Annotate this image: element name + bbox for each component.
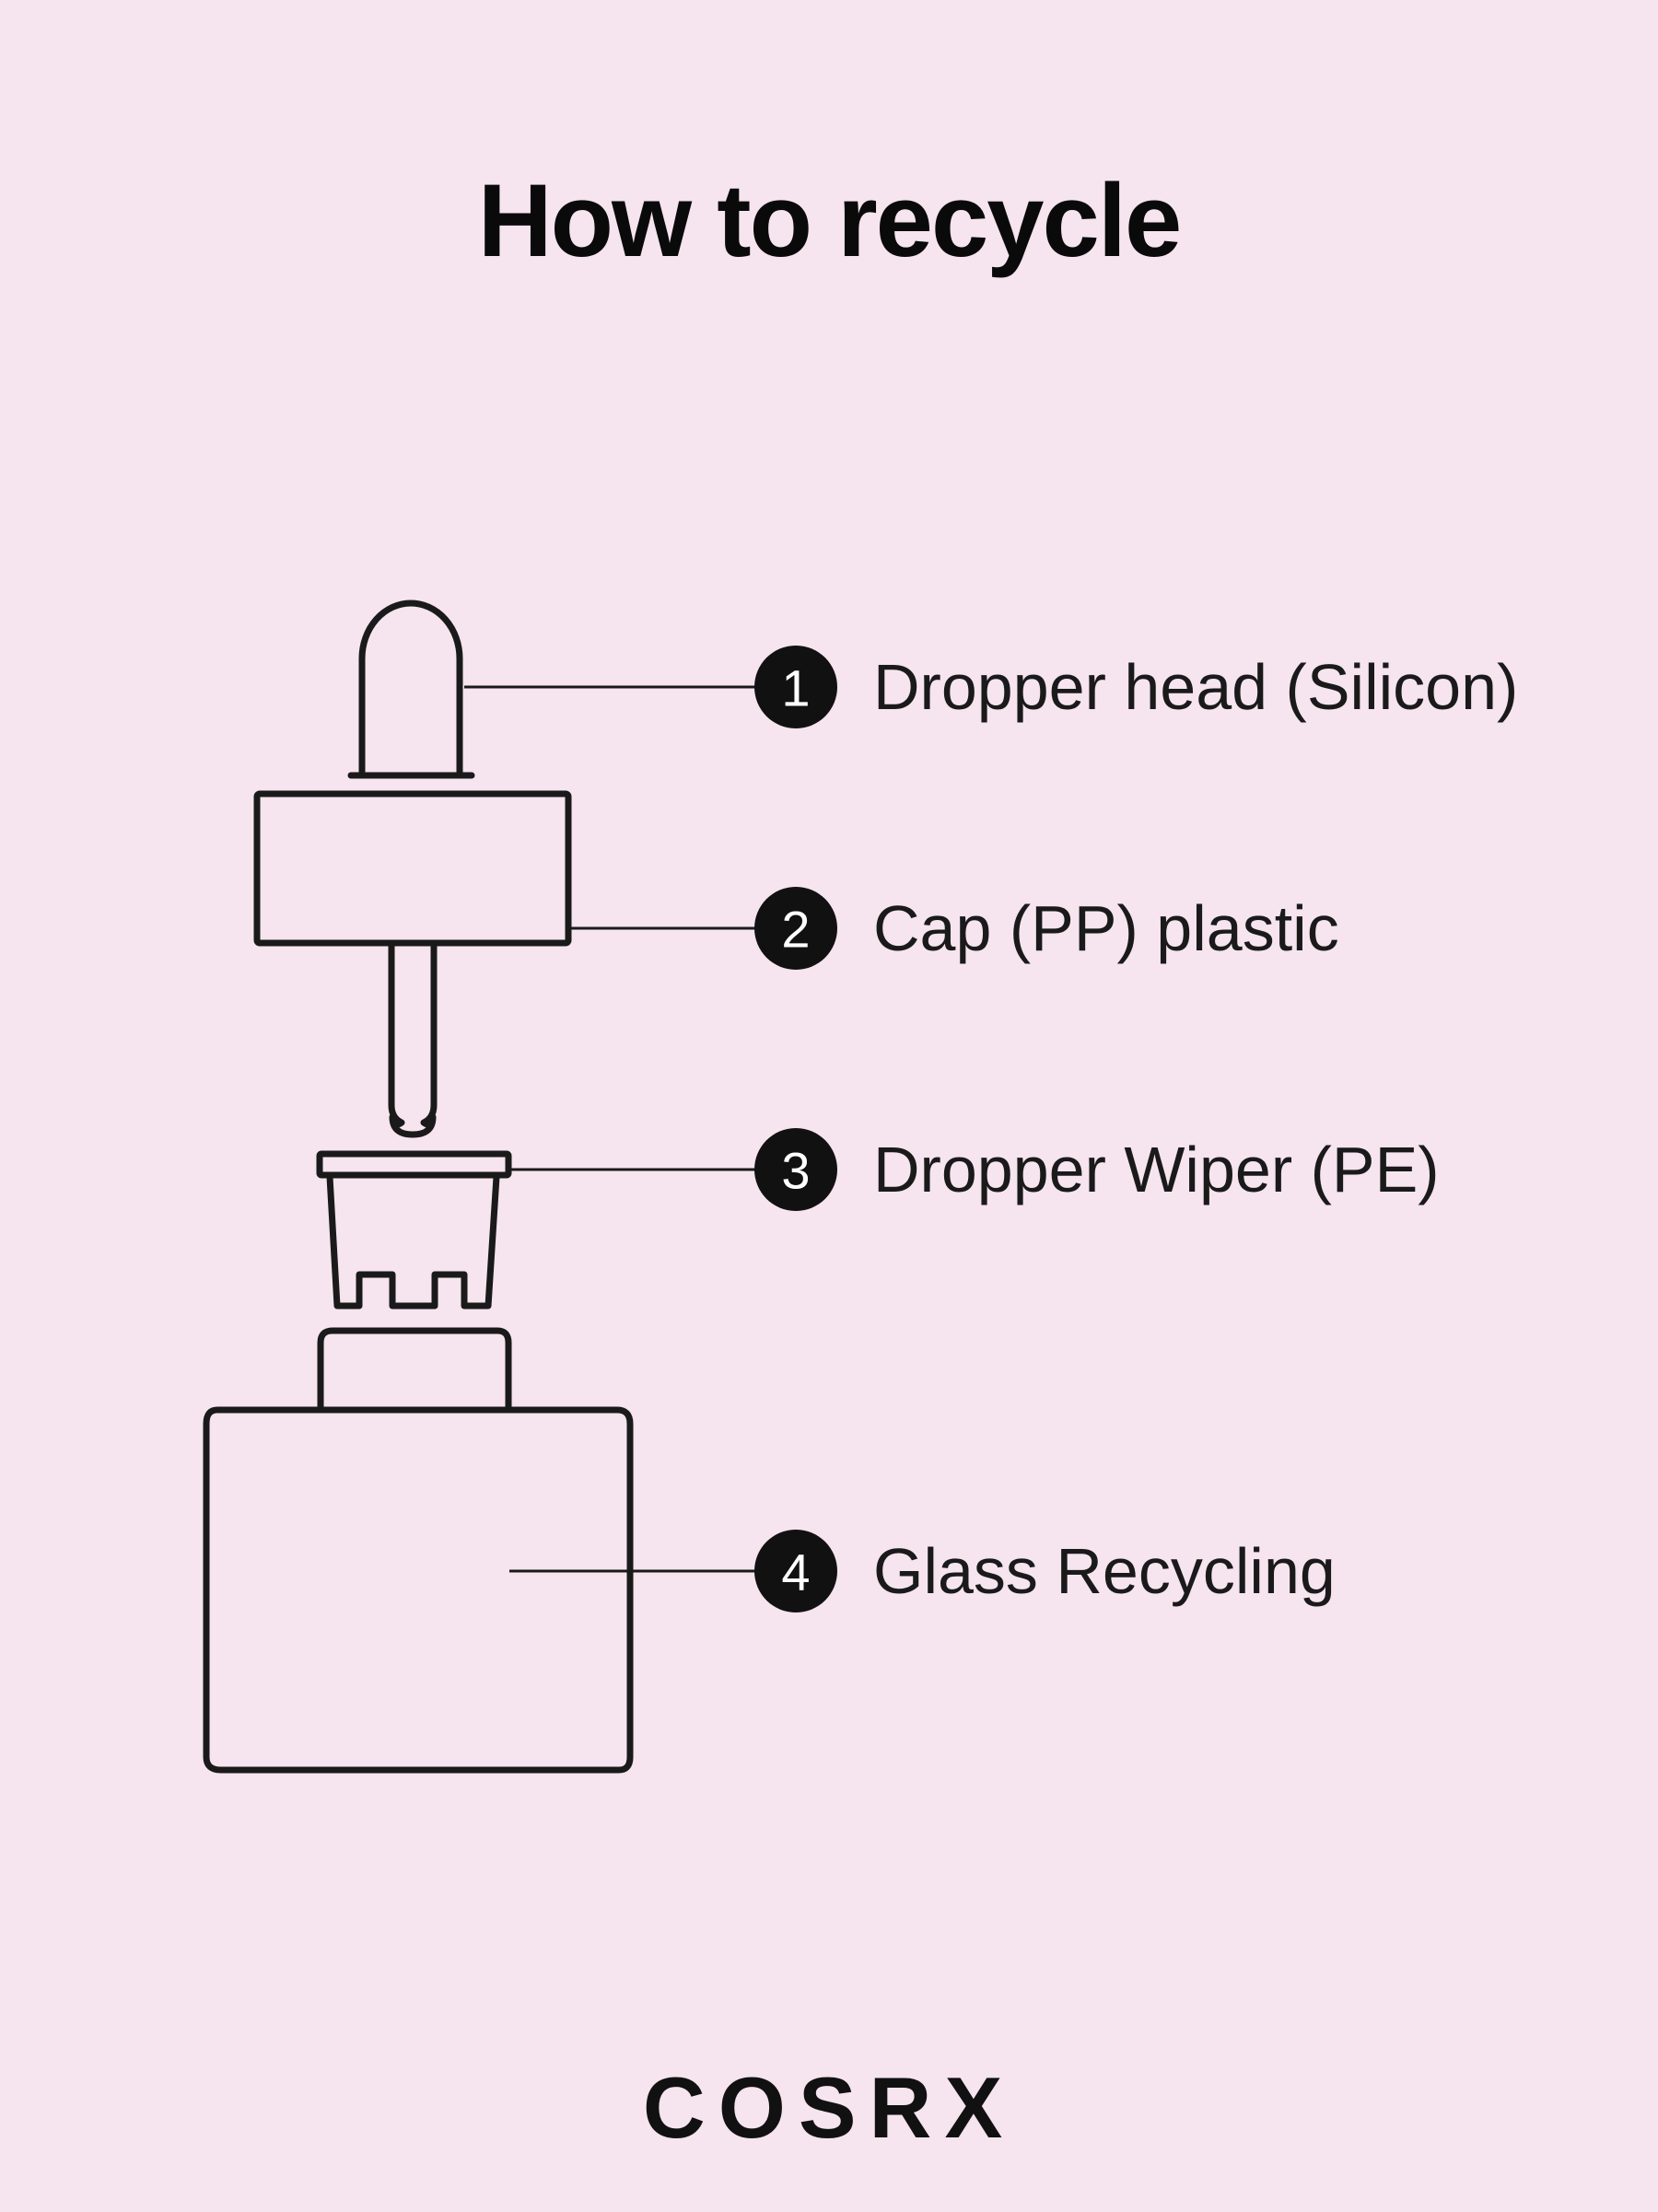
page-title: How to recycle bbox=[477, 163, 1183, 278]
badge-number: 2 bbox=[781, 901, 810, 959]
part-label: Dropper head (Silicon) bbox=[873, 651, 1518, 723]
callout-dropper-wiper: 3 Dropper Wiper (PE) bbox=[754, 1128, 1440, 1211]
number-badge bbox=[754, 1128, 837, 1211]
cap-drawing bbox=[253, 790, 572, 1138]
badge-number: 3 bbox=[781, 1142, 810, 1200]
part-label: Cap (PP) plastic bbox=[873, 892, 1339, 964]
dropper-head-drawing bbox=[347, 600, 475, 779]
callout-cap: 2 Cap (PP) plastic bbox=[754, 887, 1339, 970]
callout-glass-bottle: 4 Glass Recycling bbox=[754, 1530, 1336, 1612]
dropper-wiper-drawing bbox=[316, 1150, 512, 1310]
badge-number: 1 bbox=[781, 659, 810, 717]
number-badge bbox=[754, 887, 837, 970]
part-label: Glass Recycling bbox=[873, 1535, 1336, 1607]
callout-dropper-head: 1 Dropper head (Silicon) bbox=[754, 646, 1518, 728]
badge-number: 4 bbox=[781, 1543, 810, 1601]
number-badge bbox=[754, 646, 837, 728]
brand-logo: COSRX bbox=[642, 2059, 1016, 2156]
glass-bottle-drawing bbox=[203, 1327, 634, 1774]
number-badge bbox=[754, 1530, 837, 1612]
part-label: Dropper Wiper (PE) bbox=[873, 1134, 1440, 1205]
